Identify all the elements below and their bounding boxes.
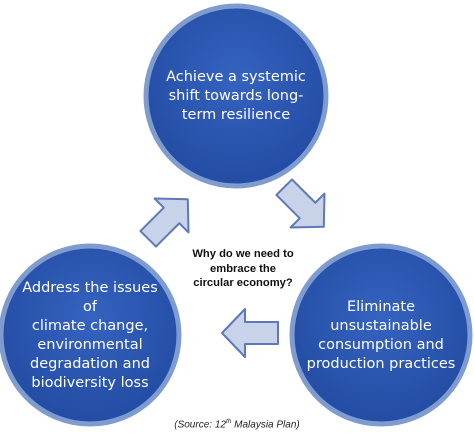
circle-top-line-1: Achieve a systemic <box>166 68 306 85</box>
source-superscript: th <box>225 418 232 425</box>
circle-bottom-left <box>0 243 182 427</box>
circle-bottom-right-line-4: production practices <box>306 356 456 372</box>
arrow-right-to-left-icon <box>221 308 279 358</box>
arrow-left-to-top-icon <box>139 197 190 248</box>
circle-bottom-right-line-3: consumption and <box>318 337 444 353</box>
circle-bottom-left-line-5: biodiversity loss <box>31 375 149 391</box>
circle-top-label: Achieve a systemic shift towards long- t… <box>166 58 306 134</box>
circle-bottom-left-label: Address the issues of climate change, en… <box>14 280 166 391</box>
source-suffix: Malaysia Plan) <box>231 419 300 431</box>
circle-bottom-left-line-1: Address the issues of <box>22 280 158 315</box>
center-question-line-3: circular economy? <box>193 277 293 289</box>
center-question: Why do we need to embrace the circular e… <box>178 247 308 291</box>
circle-top-line-2: shift towards long- <box>168 87 304 104</box>
circle-top <box>143 3 329 189</box>
circle-bottom-left-line-2: climate change, <box>31 318 149 334</box>
circle-bottom-right-line-1: Eliminate <box>346 299 416 315</box>
center-question-line-1: Why do we need to <box>192 248 294 260</box>
circle-bottom-right-label: Eliminate unsustainable consumption and … <box>306 296 456 376</box>
source-prefix: (Source: 12 <box>174 419 226 431</box>
circle-bottom-left-line-3: environmental <box>37 337 143 353</box>
circle-bottom-right-line-2: unsustainable <box>330 318 432 334</box>
source-caption: (Source: 12th Malaysia Plan) <box>150 415 324 432</box>
circle-bottom-left-line-4: degradation and <box>30 356 150 372</box>
circle-top-line-3: term resilience <box>181 106 291 123</box>
center-question-line-2: embrace the <box>210 262 276 275</box>
arrow-top-to-right-icon <box>275 178 326 229</box>
circle-bottom-right <box>289 243 473 427</box>
